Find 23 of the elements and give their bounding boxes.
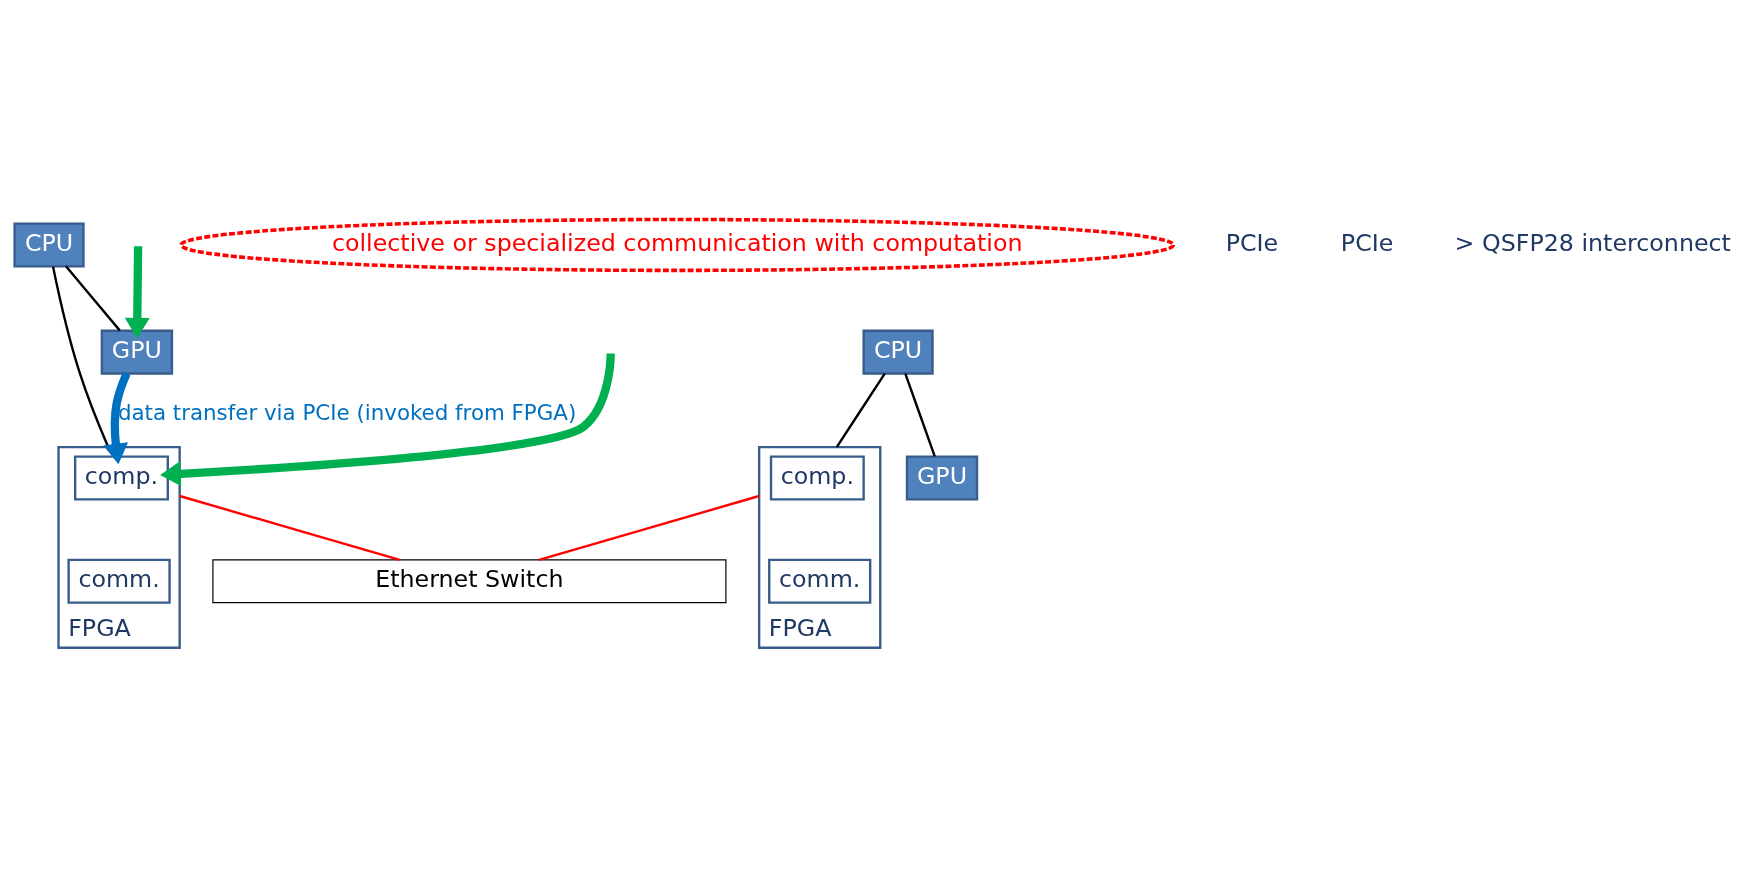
arrow xyxy=(103,371,131,465)
node-ellipse: collective or specialized communication with computation xyxy=(179,217,1176,273)
connector xyxy=(904,373,936,457)
label: > QSFP28 interconnect xyxy=(1454,228,1731,257)
connector xyxy=(179,494,400,561)
label: PCIe xyxy=(1340,228,1394,257)
node-box: CPU xyxy=(13,222,85,268)
node-box: Ethernet Switch xyxy=(212,559,727,604)
connector xyxy=(51,266,110,448)
connector xyxy=(835,373,886,448)
label: PCIe xyxy=(1225,228,1279,257)
node-box: GPU xyxy=(100,329,174,375)
connector xyxy=(538,494,760,561)
node-box: GPU xyxy=(905,455,979,501)
connector xyxy=(65,265,121,332)
arrow xyxy=(160,353,615,487)
node-box: comp. xyxy=(769,455,865,501)
node-box: comp. xyxy=(73,455,169,501)
node-box: comm. xyxy=(768,558,872,604)
arrow xyxy=(124,246,150,339)
edge-label: data transfer via PCIe (invoked from FPGA) xyxy=(117,400,577,426)
node-box: CPU xyxy=(862,329,934,375)
node-box: comm. xyxy=(67,558,171,604)
